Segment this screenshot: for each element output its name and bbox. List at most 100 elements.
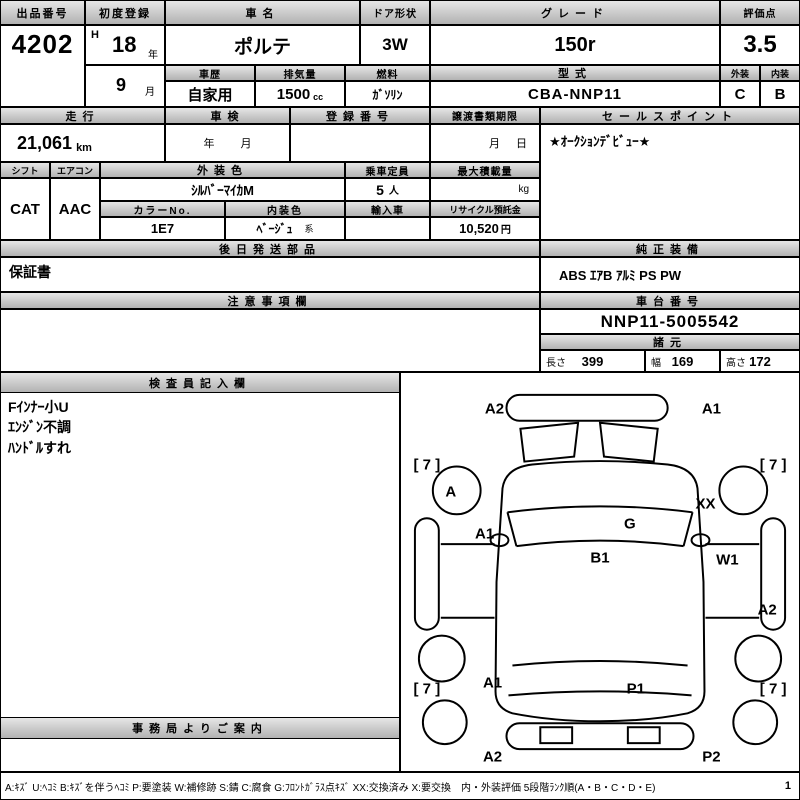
exterior-grade-value: C	[720, 81, 760, 107]
front-left-wheel	[431, 465, 482, 516]
damage-mark-W1: W1	[716, 551, 739, 569]
first-reg-year-value: 18	[112, 32, 137, 57]
inspector-box: 検査員記入欄 Fｲﾝﾅｰ小U ｴﾝｼﾞﾝ不調 ﾊﾝﾄﾞﾙすれ 事務局よりご案内	[0, 372, 400, 772]
length-label: 長さ	[546, 357, 566, 369]
inspector-note: ｴﾝｼﾞﾝ不調	[8, 419, 71, 436]
damage-mark-7: [ 7 ]	[413, 456, 441, 474]
score-header: 評価点	[720, 0, 800, 25]
import-header: 輸入車	[345, 201, 430, 217]
color-no-header: カラーNo.	[100, 201, 225, 217]
a-pillar-right-line	[682, 512, 694, 547]
displacement-value: 1500 cc	[255, 81, 345, 107]
office-header: 事務局よりご案内	[1, 717, 399, 739]
fuel-header: 燃料	[345, 65, 430, 81]
first-reg-year-cell: H 18 年	[85, 25, 165, 65]
width-value: 169	[671, 353, 694, 369]
mileage-number: 21,061	[17, 132, 73, 153]
length-cell: 長さ 399	[540, 350, 645, 372]
inspection-month-char: 月	[240, 138, 252, 150]
rear-right-corner-wheel	[732, 699, 779, 746]
score-value: 3.5	[720, 25, 800, 65]
caution-area	[0, 309, 540, 372]
car-name-value: ポルテ	[165, 25, 360, 65]
ac-header: エアコン	[50, 162, 100, 178]
damage-mark-A1: A1	[701, 400, 722, 418]
inspection-header: 車検	[165, 107, 290, 124]
right-sill-shape	[760, 517, 787, 631]
history-value: 自家用	[165, 81, 255, 107]
inspection-value: 年 月	[165, 124, 290, 162]
damage-mark-P2: P2	[702, 748, 721, 766]
later-parts-value: 保証書	[0, 257, 540, 292]
capacity-number: 5	[376, 181, 384, 198]
damage-mark-7: [ 7 ]	[759, 456, 787, 474]
inspector-note: Fｲﾝﾅｰ小U	[8, 399, 69, 415]
registration-no-value	[290, 124, 430, 162]
history-header: 車歴	[165, 65, 255, 81]
car-diagram	[413, 393, 787, 751]
first-reg-month-cell: 9 月	[85, 65, 165, 107]
sales-point-text: ★ｵｰｸｼｮﾝﾃﾞﾋﾞｭｰ★	[549, 134, 651, 149]
damage-mark-XX: XX	[695, 495, 716, 513]
fuel-value: ｶﾞｿﾘﾝ	[345, 81, 430, 107]
left-tail-light-shape	[539, 726, 574, 745]
payload-header: 最大積載量	[430, 162, 540, 178]
front-right-panel-shape	[598, 421, 659, 463]
grade-header: グレード	[430, 0, 720, 25]
rear-right-wheel	[734, 634, 783, 683]
left-sill-shape	[413, 517, 440, 631]
auction-no-header: 出品番号	[0, 0, 85, 25]
windshield-bottom-line	[516, 539, 684, 548]
sales-point-area: ★ｵｰｸｼｮﾝﾃﾞﾋﾞｭｰ★	[540, 124, 800, 240]
caution-header: 注意事項欄	[0, 292, 540, 309]
transfer-deadline-header: 譲渡書類期限	[430, 107, 540, 124]
displacement-number: 1500	[276, 85, 311, 103]
right-mirror-shape	[690, 533, 711, 548]
era-letter: H	[91, 29, 99, 41]
mileage-unit: km	[76, 142, 92, 154]
chassis-no-header: 車台番号	[540, 292, 800, 309]
body-outline-shape	[494, 460, 706, 723]
transfer-deadline-value: 月 日	[430, 124, 540, 162]
later-parts-header: 後日発送部品	[0, 240, 540, 257]
mileage-value: 21,061 km	[0, 124, 165, 162]
spec-header: 諸元	[540, 334, 800, 350]
width-cell: 幅 169	[645, 350, 720, 372]
model-code-value: CBA-NNP11	[430, 81, 720, 107]
interior-grade-value: B	[760, 81, 800, 107]
mileage-header: 走行	[0, 107, 165, 124]
damage-mark-G: G	[624, 515, 636, 533]
front-left-panel-shape	[519, 421, 580, 463]
a-pillar-left-line	[506, 512, 518, 547]
height-value: 172	[749, 353, 771, 369]
damage-mark-A: A	[445, 483, 457, 501]
door-shape-header: ドア形状	[360, 0, 430, 25]
rear-window-top-line	[512, 660, 688, 667]
inspector-note: ﾊﾝﾄﾞﾙすれ	[8, 439, 71, 456]
damage-mark-B1: B1	[590, 549, 610, 567]
inspector-header: 検査員記入欄	[1, 373, 399, 393]
registration-no-header: 登録番号	[290, 107, 430, 124]
rear-bumper-shape	[505, 722, 695, 751]
interior-color-header: 内装色	[225, 201, 345, 217]
rear-window-bottom-line	[508, 690, 692, 697]
height-cell: 高さ 172	[720, 350, 800, 372]
front-right-wheel	[718, 465, 769, 516]
recycle-header: リサイクル預託金	[430, 201, 540, 217]
transfer-day-char: 日	[516, 138, 527, 150]
width-label: 幅	[651, 357, 661, 369]
equipment-value: ABS ｴｱB ｱﾙﾐ PS PW	[540, 257, 800, 292]
color-no-value: 1E7	[100, 217, 225, 240]
rear-left-wheel	[417, 634, 466, 683]
grade-value: 150r	[430, 25, 720, 65]
length-value: 399	[581, 353, 604, 369]
interior-color-value: ﾍﾞｰｼﾞｭ 系	[225, 217, 345, 240]
ac-value: AAC	[50, 178, 100, 240]
model-header: 型式	[430, 65, 720, 81]
rear-left-corner-wheel	[421, 699, 468, 746]
capacity-unit: 人	[388, 186, 399, 197]
displacement-header: 排気量	[255, 65, 345, 81]
damage-mark-A1: A1	[474, 525, 495, 543]
